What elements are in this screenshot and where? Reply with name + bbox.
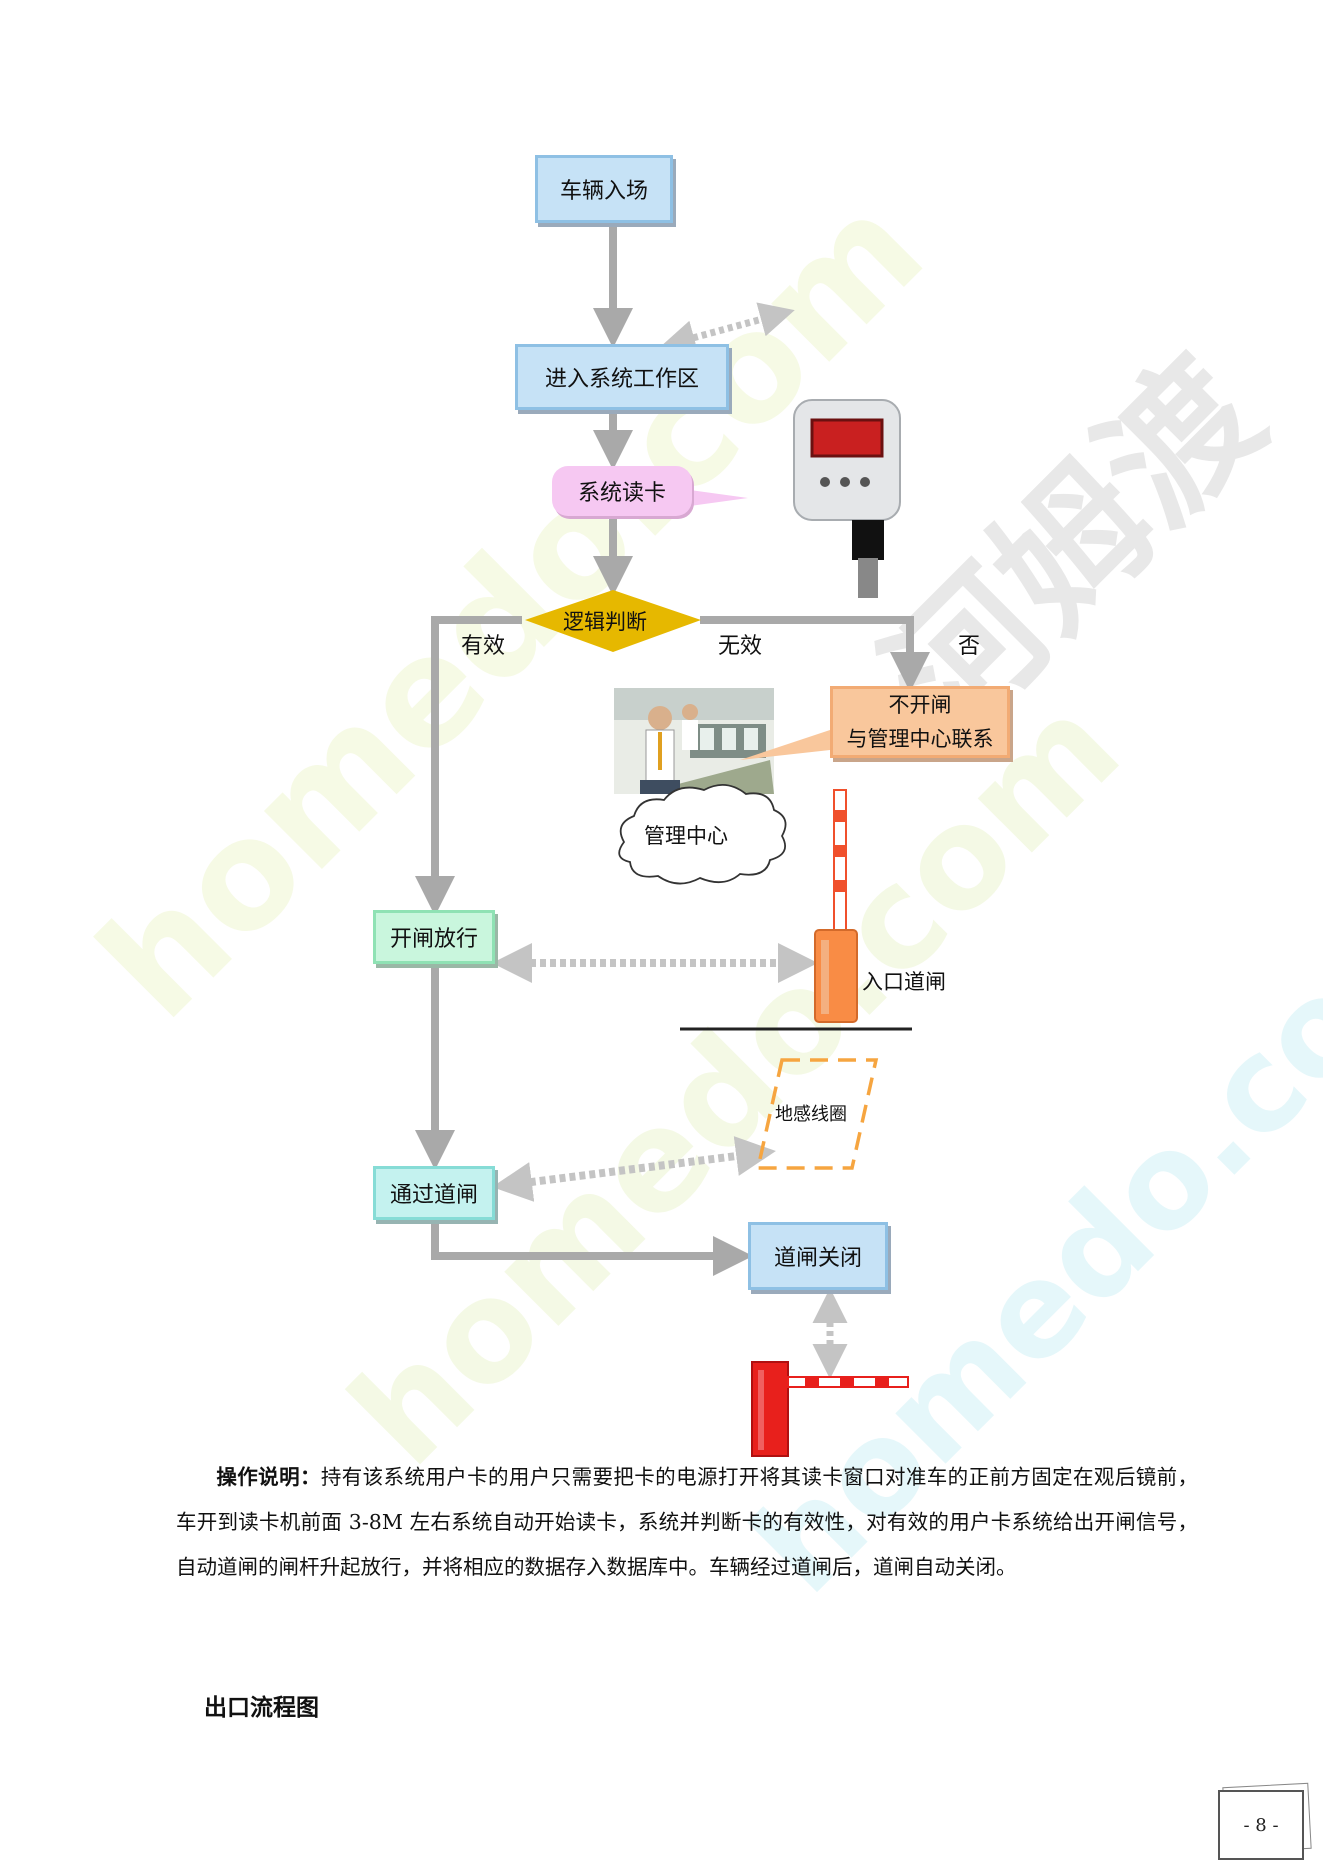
label-management-center: 管理中心	[644, 824, 728, 848]
node-no-open-contact: 不开闸 与管理中心联系	[830, 686, 1010, 758]
label-invalid: 无效	[718, 634, 763, 659]
cloud-shape	[618, 784, 787, 885]
read-card-bubble-tail	[690, 490, 748, 506]
page-number-text: - 8 -	[1243, 1814, 1279, 1836]
no-open-line2: 与管理中心联系	[846, 727, 994, 751]
label-entry-gate: 入口道闸	[862, 970, 946, 994]
label-valid: 有效	[461, 634, 506, 659]
card-reader-image	[793, 399, 901, 598]
logic-judge-diamond	[525, 590, 701, 652]
closed-barrier-image	[751, 1361, 909, 1457]
dotted-arrow-pass-loop	[492, 1136, 776, 1202]
description-lead: 操作说明：	[216, 1465, 321, 1489]
label-ground-loop: 地感线圈	[775, 1104, 847, 1125]
callout-pointer	[740, 730, 830, 760]
node-read-card: 系统读卡	[552, 466, 692, 516]
section-heading-exit-flow: 出口流程图	[204, 1694, 319, 1721]
arrow-pass-to-close	[431, 1222, 753, 1276]
operation-description: 操作说明：持有该系统用户卡的用户只需要把卡的电源打开将其读卡窗口对准车的正前方固…	[176, 1455, 1198, 1590]
node-enter-work-area: 进入系统工作区	[515, 344, 729, 410]
no-open-line1: 不开闸	[888, 693, 952, 717]
dotted-arrow-area	[660, 302, 795, 355]
arrow-invalid-branch	[700, 616, 930, 692]
node-gate-close: 道闸关闭	[748, 1222, 888, 1290]
node-logic-judge-label: 逻辑判断	[563, 610, 647, 634]
node-open-gate: 开闸放行	[373, 910, 495, 964]
description-body: 持有该系统用户卡的用户只需要把卡的电源打开将其读卡窗口对准车的正前方固定在观后镜…	[176, 1465, 1199, 1579]
node-pass-gate: 通过道闸	[373, 1166, 495, 1220]
ground-loop-outline	[755, 1058, 879, 1170]
entry-gate-image	[814, 789, 858, 1023]
node-vehicle-enter: 车辆入场	[535, 155, 673, 223]
page-number: - 8 -	[1218, 1790, 1304, 1860]
arrow-valid-branch	[415, 616, 522, 916]
label-no: 否	[958, 634, 981, 659]
management-center-image	[614, 688, 774, 794]
